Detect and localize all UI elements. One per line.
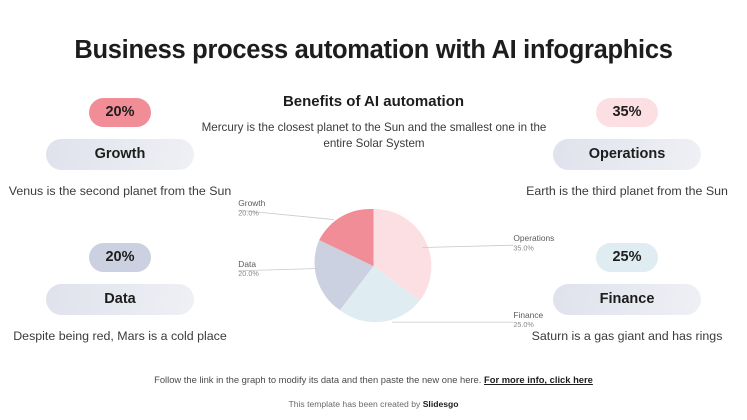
pie-label-data-name: Data [238,259,256,269]
name-pill-operations[interactable]: Operations [553,138,701,171]
leader-lines [238,209,514,323]
pie-slice-operations[interactable] [373,209,432,301]
stat-description-finance: Saturn is a gas giant and has rings [531,329,723,344]
percent-badge-data[interactable]: 20% [89,243,151,272]
page-title: Business process automation with AI info… [74,36,673,64]
footer-note-text: Follow the link in the graph to modify i… [154,374,482,385]
leader-line-data [238,268,319,272]
pie-label-operations-value: 35.0% [513,243,534,252]
pie-labels: Growth 20.0% Data 20.0% Operations 35.0%… [238,198,554,329]
name-pill-finance[interactable]: Finance [553,283,701,316]
pie-label-finance-value: 25.0% [513,320,534,329]
pie-slice-growth[interactable] [319,208,374,267]
footer-info-link[interactable]: For more info, click here [484,374,593,385]
name-pill-data[interactable]: Data [46,283,194,316]
footer-note: Follow the link in the graph to modify i… [0,374,747,385]
stat-description-data: Despite being red, Mars is a cold place [13,329,227,344]
percent-badge-growth[interactable]: 20% [89,98,151,127]
leader-line-operations [422,244,514,248]
footer-credit: This template has been created by Slides… [0,399,747,409]
pie-slice-data[interactable] [314,240,374,311]
stat-description-operations: Earth is the third planet from the Sun [526,184,728,199]
percent-badge-operations[interactable]: 35% [596,98,658,127]
pie-label-finance-name: Finance [513,310,543,320]
percent-badge-finance[interactable]: 25% [596,243,658,272]
stat-block-finance: 25% Finance Saturn is a gas giant and ha… [507,243,747,346]
stat-block-growth: 20% Growth Venus is the second planet fr… [0,98,240,201]
stat-block-operations: 35% Operations Earth is the third planet… [507,98,747,201]
stat-block-data: 20% Data Despite being red, Mars is a co… [0,243,240,346]
footer-credit-text: This template has been created by [288,399,421,409]
pie-label-growth-value: 20.0% [238,208,259,217]
chart-title: Benefits of AI automation [282,93,465,110]
pie-chart[interactable]: Growth 20.0% Data 20.0% Operations 35.0%… [187,175,560,355]
pie-label-data-value: 20.0% [238,269,259,278]
chart-subtitle: Mercury is the closest planet to the Sun… [201,121,547,151]
name-pill-growth[interactable]: Growth [46,138,194,171]
pie-slices [314,208,432,323]
leader-line-growth [238,209,334,220]
pie-label-growth-name: Growth [238,198,265,208]
stat-description-growth: Venus is the second planet from the Sun [8,184,232,199]
pie-slice-finance[interactable] [339,266,420,323]
pie-label-operations-name: Operations [513,233,554,243]
footer-credit-brand[interactable]: Slidesgo [422,399,459,409]
